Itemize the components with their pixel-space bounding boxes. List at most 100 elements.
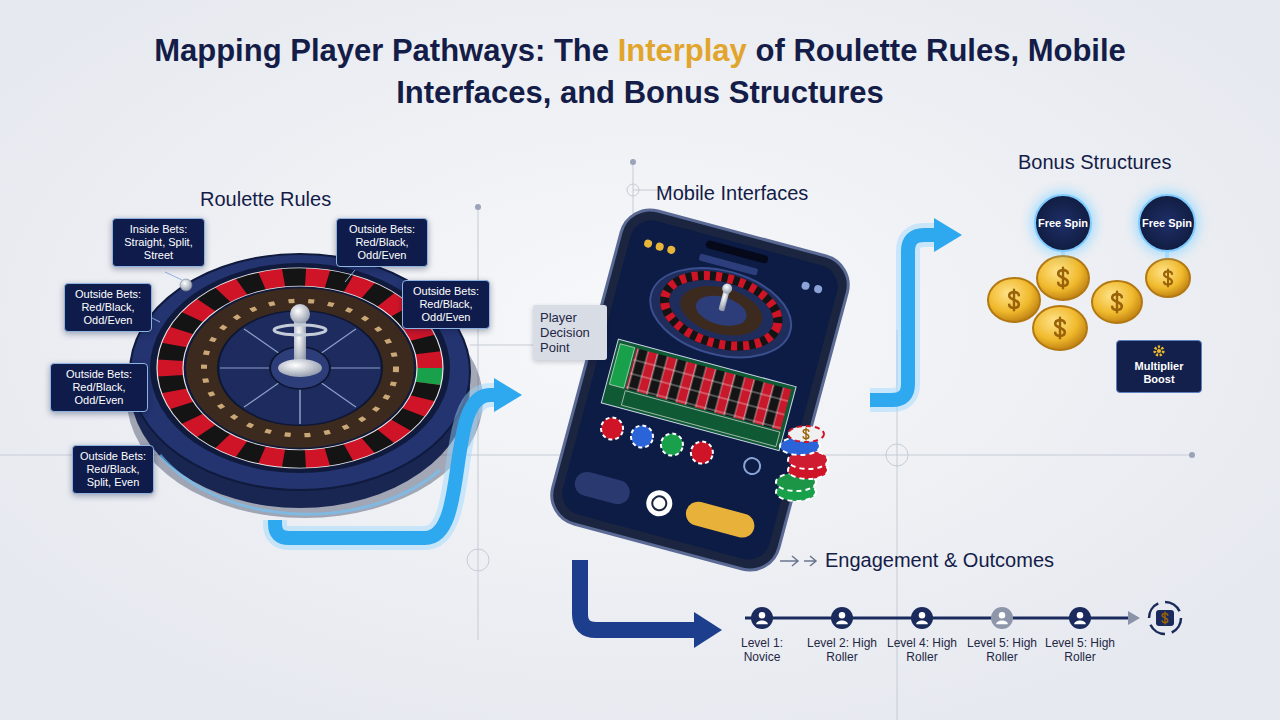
mobile-phone — [683, 499, 757, 540]
node-label: Outside Bets: Red/Black, Odd/Even — [408, 285, 484, 324]
node-label: Outside Bets: Red/Black, Odd/Even — [342, 223, 422, 262]
gold-coins — [1023, 183, 1103, 263]
multiplier-badge: Multiplier Boost — [1116, 340, 1202, 393]
mobile-phone — [657, 264, 786, 358]
gold-coins — [1009, 290, 1019, 310]
roulette-wheel — [165, 272, 182, 280]
progress-timeline — [1069, 607, 1091, 629]
gold-coins — [1033, 306, 1087, 350]
roulette-wheel — [345, 270, 355, 282]
mobile-phone — [651, 495, 668, 512]
progress-timeline — [751, 607, 773, 629]
casino-chips — [803, 428, 809, 440]
mobile-phone — [545, 203, 855, 577]
node-label: Level 1: Novice — [724, 636, 800, 664]
mobile-phone — [801, 281, 811, 291]
mobile-phone — [601, 339, 796, 450]
gold-coins — [1058, 268, 1068, 288]
mobile-phone — [643, 487, 675, 519]
casino-chips — [788, 426, 824, 442]
mobile-phone — [572, 469, 632, 507]
roulette-wheel — [186, 288, 414, 448]
mobile-phone — [666, 245, 676, 255]
node-label: Player Decision Point — [540, 310, 600, 355]
mobile-phone — [658, 431, 685, 458]
roulette-wheel — [204, 301, 396, 435]
progress-timeline — [780, 556, 816, 566]
mobile-phone — [657, 264, 786, 358]
grid-lines — [630, 159, 636, 165]
node-label: Free Spin — [1038, 217, 1088, 229]
mobile-region: Mobile InterfacesPlayer Decision Point — [520, 175, 870, 560]
bet-callout: Outside Bets: Red/Black, Split, Even — [72, 445, 154, 494]
gold-coins — [1146, 259, 1190, 297]
node-label: Multiplier Boost — [1122, 360, 1196, 386]
progress-timeline — [996, 612, 1008, 624]
roulette-wheel — [278, 359, 322, 377]
node-label: Level 2: High Roller — [804, 636, 880, 664]
mobile-phone — [721, 282, 733, 294]
roulette-wheel — [290, 304, 310, 324]
node-label: Level 4: High Roller — [884, 636, 960, 664]
progress-timeline — [756, 612, 768, 624]
level-label: Level 2: High Roller — [804, 636, 880, 664]
mobile-phone — [742, 456, 762, 476]
gold-coins — [1127, 183, 1207, 263]
gear-icon — [1155, 347, 1163, 355]
progress-timeline — [1162, 612, 1168, 624]
mobile-phone — [688, 439, 715, 466]
decision-callout: Player Decision Point — [533, 305, 607, 360]
node-label: Free Spin — [1142, 217, 1192, 229]
progress-timeline — [991, 607, 1013, 629]
connector-glow — [870, 235, 934, 400]
mobile-phone — [545, 203, 855, 577]
progress-timeline — [916, 612, 928, 624]
free-spin-badge: Free Spin — [1034, 194, 1092, 252]
gold-coins — [1092, 281, 1142, 323]
mobile-phone — [609, 344, 634, 388]
section-heading: Engagement & Outcomes — [825, 548, 1054, 572]
flow-arrow — [870, 235, 934, 400]
roulette-wheel — [218, 311, 382, 426]
gold-coins — [1037, 256, 1089, 300]
progress-timeline — [1128, 611, 1140, 625]
grid-lines — [467, 549, 489, 571]
gold-coins — [988, 278, 1040, 322]
mobile-phone — [675, 278, 768, 344]
progress-timeline — [1156, 610, 1174, 626]
section-heading: Roulette Rules — [200, 187, 331, 211]
roulette-wheel — [152, 270, 355, 322]
grid-lines — [475, 204, 481, 210]
gear-icon — [1157, 349, 1161, 353]
progress-timeline — [1149, 602, 1181, 634]
bet-callout: Outside Bets: Red/Black, Odd/Even — [64, 283, 152, 332]
node-label: Outside Bets: Red/Black, Split, Even — [78, 450, 148, 489]
mobile-phone — [643, 239, 653, 249]
node-label: Outside Bets: Red/Black, Odd/Even — [70, 288, 146, 327]
mobile-phone — [628, 423, 655, 450]
bet-callout: Outside Bets: Red/Black, Odd/Even — [402, 280, 490, 329]
level-label: Level 1: Novice — [724, 636, 800, 664]
bet-callout: Inside Bets: Straight, Split, Street — [112, 218, 205, 267]
roulette-wheel — [183, 286, 417, 450]
roulette-wheel — [180, 279, 192, 291]
gold-coins — [1112, 292, 1122, 312]
section-heading: Bonus Structures — [1018, 150, 1171, 174]
node-label: Level 5: High Roller — [1042, 636, 1118, 664]
roulette-wheel — [127, 254, 483, 518]
roulette-wheel — [274, 325, 326, 335]
roulette-wheel — [152, 318, 160, 322]
progress-timeline — [1074, 612, 1086, 624]
level-label: Level 5: High Roller — [964, 636, 1040, 664]
mobile-phone — [599, 415, 626, 442]
title-highlight: Interplay — [618, 33, 747, 68]
node-label: Inside Bets: Straight, Split, Street — [118, 223, 199, 262]
flow-arrow — [275, 395, 494, 538]
node-label: Level 5: High Roller — [964, 636, 1040, 664]
bonus-region: Bonus StructuresFree Spin Free SpinMultip… — [960, 148, 1240, 410]
mobile-phone — [557, 215, 842, 564]
mobile-phone — [813, 284, 823, 294]
roulette-wheel — [170, 277, 430, 459]
